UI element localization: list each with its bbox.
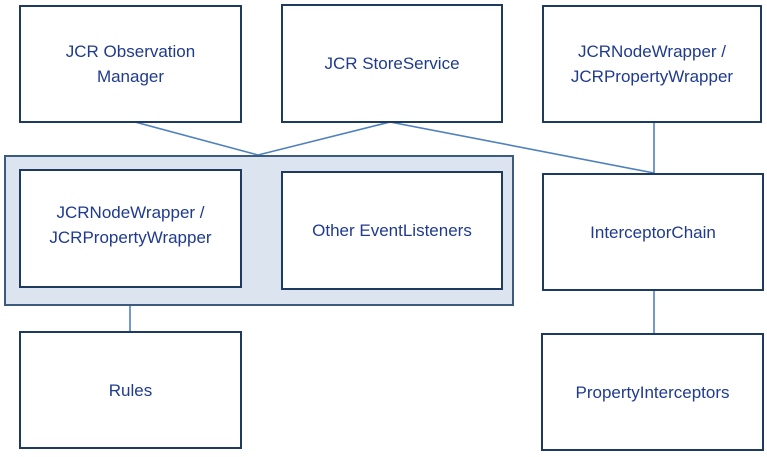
node-label-line: JCRNodeWrapper / bbox=[56, 202, 205, 222]
node-label-line: JCR StoreService bbox=[324, 54, 460, 73]
other-eventlisteners-box: Other EventListeners bbox=[281, 171, 503, 290]
node-label-line: InterceptorChain bbox=[590, 222, 716, 242]
node-label-line: JCR Observation bbox=[65, 42, 196, 61]
propertyinterceptors-box: PropertyInterceptors bbox=[541, 333, 764, 451]
node-label-line: Rules bbox=[108, 380, 153, 400]
connector-storeservice-to-listener-group bbox=[257, 121, 391, 156]
node-label-line: Other EventListeners bbox=[312, 221, 472, 240]
node-label-line: PropertyInterceptors bbox=[575, 382, 730, 402]
jcr-node-property-wrapper-top-box: JCRNodeWrapper / JCRPropertyWrapper bbox=[542, 5, 762, 123]
node-label-line: JCRPropertyWrapper bbox=[570, 67, 734, 86]
connector-observation-to-listener-group bbox=[134, 121, 259, 156]
jcr-observation-manager-box: JCR Observation Manager bbox=[19, 5, 242, 123]
node-label-line: Manager bbox=[96, 67, 165, 86]
connector-storeservice-to-interceptorchain bbox=[389, 121, 655, 174]
jcr-storeservice-box: JCR StoreService bbox=[281, 4, 503, 123]
interceptorchain-box: InterceptorChain bbox=[542, 173, 764, 291]
node-label-line: JCRPropertyWrapper bbox=[49, 227, 212, 247]
rules-box: Rules bbox=[19, 331, 242, 449]
node-label-line: JCRNodeWrapper / bbox=[577, 42, 727, 61]
jcr-node-property-wrapper-group-box: JCRNodeWrapper / JCRPropertyWrapper bbox=[19, 169, 242, 288]
